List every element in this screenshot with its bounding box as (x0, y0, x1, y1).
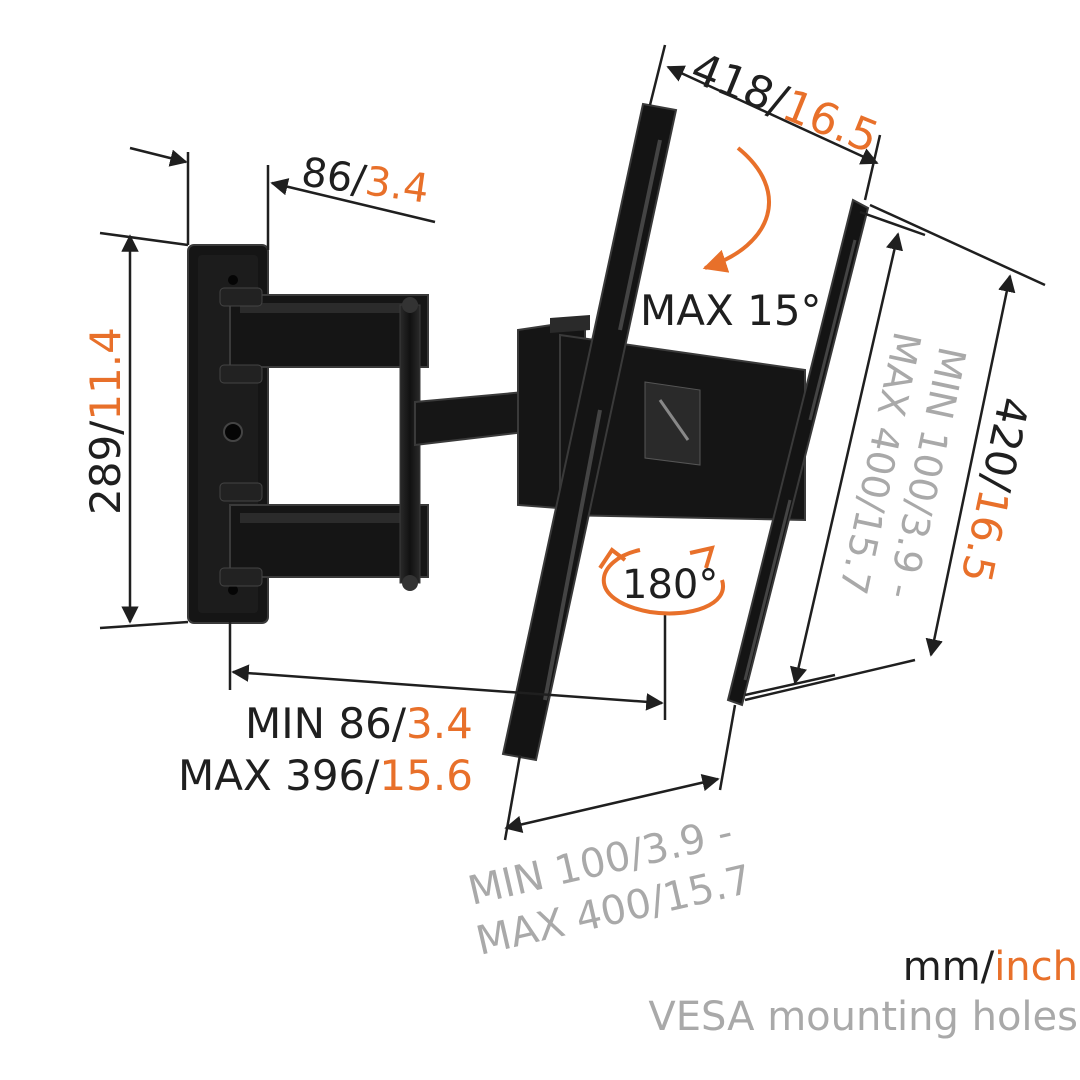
bracket-width-label: 418/16.5 (684, 43, 886, 164)
tilt-arrow-icon (702, 146, 772, 273)
tilt-label: MAX 15° (640, 286, 822, 335)
dimension-lines (99, 44, 1046, 720)
wall-distance-min-label: MIN 86/3.4 (245, 699, 473, 748)
vesa-legend: VESA mounting holes (648, 994, 1078, 1040)
tv-bracket-icon (501, 102, 870, 762)
wall-distance-max-label: MAX 396/15.6 (178, 751, 473, 800)
plate-depth-label: 86/3.4 (299, 149, 432, 212)
articulating-arm-icon (219, 287, 526, 591)
swivel-arrow-icon (598, 545, 726, 616)
units-legend: mm/inch (903, 944, 1078, 990)
swivel-label: 180° (622, 562, 718, 608)
height-dimension-label: 289/11.4 (81, 327, 130, 515)
vesa-dimension-lines (503, 210, 926, 841)
